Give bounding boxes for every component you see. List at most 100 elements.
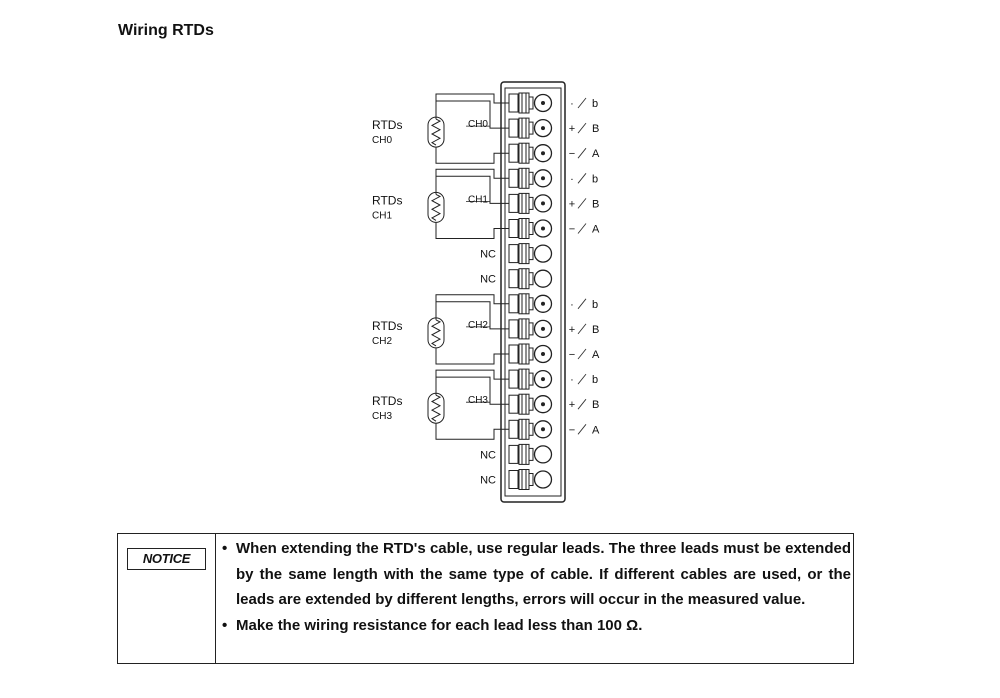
screw-center-icon: [541, 301, 545, 306]
terminal-clamp: [508, 118, 519, 138]
terminal: [508, 293, 587, 315]
rtd-label: RTDs: [372, 193, 402, 207]
pin-letter: A: [592, 148, 600, 160]
notice-label-cell: NOTICE: [118, 534, 216, 663]
rtd-channel: [427, 93, 509, 164]
terminal-clamp: [508, 219, 519, 238]
pin-sign: −: [569, 349, 575, 361]
terminal-clamp-body: [518, 318, 530, 340]
terminal-clamp-tab: [528, 146, 534, 160]
rtd-channel: [427, 168, 509, 239]
terminal-clamp-tab: [528, 297, 534, 311]
nc-label: NC: [480, 449, 496, 461]
terminal-clamp-body: [518, 368, 530, 390]
terminal: [508, 393, 587, 415]
screw-icon: [533, 445, 553, 464]
notice-item: • Make the wiring resistance for each le…: [218, 613, 851, 639]
pin-slash: [577, 373, 587, 385]
screw-center-icon: [541, 377, 545, 382]
pin-slash: [577, 122, 587, 134]
terminal-clamp-tab: [528, 322, 534, 336]
rtd-resistor-zigzag: [430, 394, 442, 422]
pin-sign: −: [569, 224, 575, 236]
terminal: [508, 142, 587, 164]
terminal-clamp-tab: [528, 473, 534, 486]
rtd-channel-label: CH0: [372, 135, 392, 146]
terminal-clamp-body: [518, 167, 530, 189]
pin-letter: A: [592, 424, 600, 436]
terminal-clamp-body: [518, 469, 530, 490]
pin-letter: b: [592, 98, 598, 110]
pin-slash: [577, 398, 587, 410]
lead-wire-A: [435, 423, 509, 440]
pin-slash: [577, 424, 587, 435]
terminal-clamp-body: [518, 243, 530, 265]
lead-wire-A: [435, 222, 509, 239]
terminal: [508, 92, 587, 114]
channel-wire-label: CH2: [468, 320, 488, 331]
pin-sign: ·: [570, 173, 574, 185]
terminal-clamp: [508, 143, 519, 163]
terminal: [508, 218, 587, 239]
pin-sign: −: [569, 424, 575, 436]
pin-slash: [577, 147, 587, 159]
lead-wire-b: [435, 93, 509, 118]
pin-sign: +: [569, 399, 575, 411]
pin-sign: ·: [570, 374, 574, 386]
terminal: [508, 192, 587, 214]
screw-center-icon: [541, 352, 545, 356]
screw-center-icon: [541, 201, 545, 206]
terminal: [508, 343, 587, 365]
rtd-label: RTDs: [372, 319, 402, 333]
terminal-clamp: [508, 344, 519, 364]
screw-center-icon: [541, 427, 545, 432]
pin-letter: B: [592, 324, 599, 336]
terminal-block-outer: [500, 81, 566, 503]
terminal-block-inner: [504, 87, 562, 497]
terminal-clamp-tab: [528, 171, 534, 185]
terminal-clamp: [508, 244, 519, 264]
channel-wire-label: CH1: [468, 194, 488, 205]
terminal: [508, 167, 587, 189]
lead-wire-B: [435, 376, 509, 405]
pin-sign: ·: [570, 299, 574, 311]
terminal-clamp-body: [518, 443, 530, 465]
pin-letter: b: [592, 299, 598, 311]
terminal-clamp-tab: [528, 347, 534, 361]
notice-box: NOTICE • When extending the RTD's cable,…: [117, 533, 854, 664]
bullet-icon: •: [222, 540, 228, 557]
terminal-clamp-body: [518, 293, 530, 315]
nc-label: NC: [480, 249, 496, 261]
terminal-clamp: [508, 193, 519, 213]
pin-slash: [577, 223, 587, 234]
nc-label: NC: [480, 274, 496, 286]
pin-letter: b: [592, 374, 598, 386]
terminal-clamp: [508, 444, 519, 464]
page-title: Wiring RTDs: [118, 22, 214, 39]
pin-slash: [577, 298, 587, 310]
rtd-channel: [427, 294, 509, 365]
terminal-clamp: [508, 470, 519, 489]
notice-item: • When extending the RTD's cable, use re…: [218, 536, 851, 613]
lead-wire-b: [435, 369, 509, 394]
lead-wire-B: [435, 301, 509, 330]
screw-center-icon: [541, 126, 545, 131]
pin-sign: ·: [570, 98, 574, 110]
terminal-clamp: [508, 294, 519, 314]
rtd-resistor-zigzag: [430, 319, 442, 347]
terminal-clamp-tab: [528, 196, 534, 210]
terminal-clamp: [508, 168, 519, 188]
rtd-resistor-zigzag: [430, 118, 442, 146]
notice-label: NOTICE: [127, 548, 206, 570]
notice-item-text: When extending the RTD's cable, use regu…: [236, 540, 851, 608]
terminal-clamp: [508, 394, 519, 414]
screw-center-icon: [541, 151, 545, 156]
terminal-clamp: [508, 419, 519, 439]
pin-sign: +: [569, 198, 575, 210]
pin-letter: B: [592, 123, 599, 135]
pin-slash: [577, 198, 587, 209]
pin-letter: B: [592, 198, 599, 210]
pin-sign: +: [569, 123, 575, 135]
terminal-clamp-tab: [528, 447, 534, 461]
screw-icon: [533, 269, 553, 288]
